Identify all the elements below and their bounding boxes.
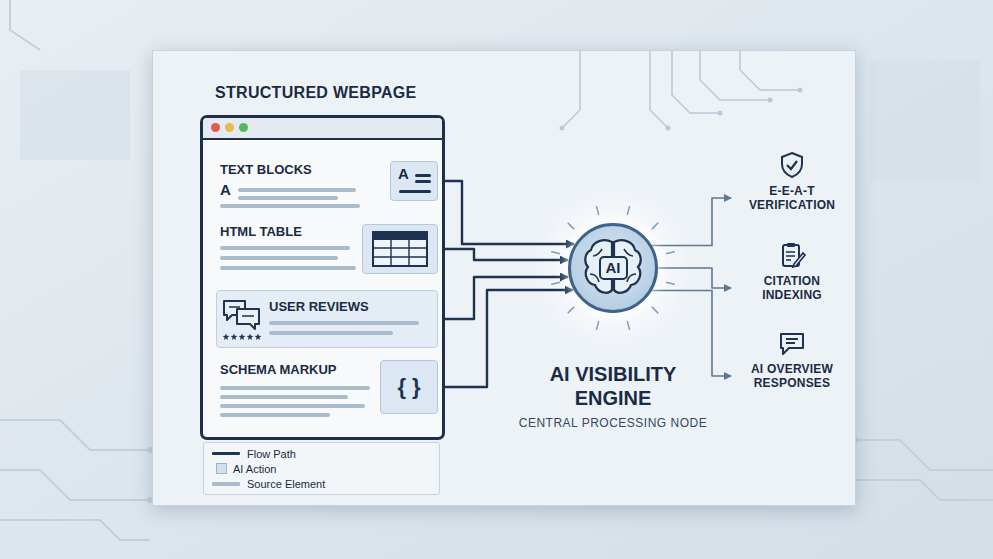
text-line (415, 180, 431, 183)
legend-text: Source Element (247, 478, 325, 490)
shield-icon (777, 150, 807, 180)
output-icon (777, 328, 807, 358)
chat-icon (777, 328, 807, 358)
window-dot (211, 123, 220, 132)
icon-box: { } (380, 360, 438, 414)
text-line (220, 204, 360, 208)
output-icon (777, 240, 807, 270)
ai-badge: AI (599, 256, 628, 280)
engine-title: AI VISIBILITY ENGINE (518, 362, 708, 410)
text-line (220, 256, 338, 260)
text-line (415, 174, 431, 177)
review-icon (221, 297, 263, 343)
table-icon (363, 225, 437, 273)
glow-ray (666, 251, 675, 253)
glow-ray (596, 321, 598, 330)
code-braces: { } (397, 375, 420, 399)
glow-ray (627, 206, 629, 215)
text-line (220, 246, 350, 250)
glow-ray (551, 251, 560, 253)
output-label: E-E-A-T VERIFICATION (733, 184, 851, 212)
icon-box (362, 224, 438, 274)
flow-connector (438, 181, 574, 244)
text-line (220, 395, 348, 399)
star-symbol (247, 333, 254, 340)
star-symbol (239, 333, 246, 340)
review-section: USER REVIEWS (216, 290, 438, 348)
text-line (220, 386, 370, 390)
output-label: CITATION INDEXING (733, 274, 851, 302)
content-heading: SCHEMA MARKUP (220, 362, 337, 377)
star-symbol (255, 333, 262, 340)
output-item: AI OVERVIEW RESPONSES (733, 328, 851, 390)
legend-item: Flow Path (212, 446, 338, 461)
output-item: CITATION INDEXING (733, 240, 851, 302)
glow-ray (652, 223, 658, 229)
legend-text: AI Action (233, 463, 276, 475)
text-line (220, 266, 356, 270)
glow-ray (568, 307, 574, 313)
glow-ray (666, 282, 675, 284)
icon-letter: A (398, 166, 409, 182)
legend-text: Flow Path (247, 448, 296, 460)
glow-ray (551, 282, 560, 284)
clipboard-icon (777, 240, 807, 270)
text-line (220, 404, 365, 408)
content-heading: HTML TABLE (220, 224, 302, 239)
star-symbol (223, 333, 230, 340)
flow-connector (438, 277, 568, 319)
flow-connector (438, 249, 568, 260)
content-section: HTML TABLE (216, 220, 438, 280)
engine-subtitle: CENTRAL PROCESSING NODE (505, 416, 721, 430)
flow-line-sample (212, 452, 240, 455)
legend-box: Flow Path AI ActionSource Element (203, 442, 440, 495)
window-dot (225, 123, 234, 132)
legend-item: AI Action (216, 461, 306, 476)
text-line (269, 331, 393, 335)
glow-ray (568, 223, 574, 229)
output-connector (658, 268, 731, 288)
icon-box: A (390, 161, 438, 201)
star-symbol (231, 333, 238, 340)
text-line (269, 321, 419, 325)
text-line (238, 188, 356, 192)
output-connector (652, 198, 731, 246)
review-icon (221, 297, 263, 343)
glow-ray (596, 206, 598, 215)
content-section: SCHEMA MARKUP { } (216, 358, 438, 420)
content-heading: USER REVIEWS (269, 299, 369, 314)
content-section: TEXT BLOCKS A A (216, 158, 438, 212)
text-line (238, 196, 338, 200)
browser-window: STRUCTURED WEBPAGETEXT BLOCKSAAHTML TABL… (200, 115, 445, 440)
glow-ray (652, 307, 658, 313)
legend-swatch (216, 463, 227, 474)
text-line (399, 190, 431, 193)
glow-ray (627, 321, 629, 330)
engine-circle: AI (568, 223, 658, 313)
output-item: E-E-A-T VERIFICATION (733, 150, 851, 212)
legend-item: Source Element (212, 476, 338, 491)
icon-letter: A (220, 182, 231, 198)
section-heading: STRUCTURED WEBPAGE (215, 84, 417, 102)
title-bar (203, 118, 442, 140)
output-icon (777, 150, 807, 180)
source-line-sample (212, 482, 240, 486)
output-label: AI OVERVIEW RESPONSES (733, 362, 851, 390)
text-line (220, 413, 330, 417)
window-dot (239, 123, 248, 132)
content-heading: TEXT BLOCKS (220, 162, 312, 177)
